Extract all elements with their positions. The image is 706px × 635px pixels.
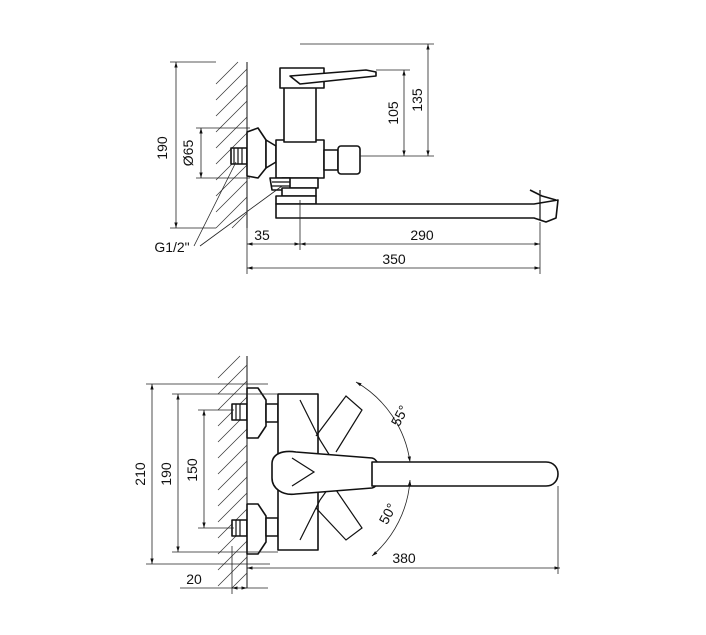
angle-55-label: 55°	[388, 403, 412, 429]
mixer-body-top	[271, 393, 381, 551]
thread-label: G1/2"	[154, 239, 189, 255]
dim-290-label: 290	[410, 227, 434, 243]
dim-150-label: 150	[184, 458, 200, 482]
top-labels: 210 190 150 20 380 55° 50°	[132, 403, 416, 587]
side-dimensions	[170, 43, 541, 274]
spout-side	[275, 189, 559, 223]
top-view: 210 190 150 20 380 55° 50°	[132, 355, 560, 594]
dim-20-label: 20	[186, 571, 202, 587]
connector-top	[231, 387, 279, 439]
wall-hatch-top	[215, 61, 248, 229]
dim-diameter-65-label: Ø65	[180, 140, 196, 167]
side-view: 190 Ø65 105 135 35 290 350 G1/2"	[154, 43, 559, 274]
dim-210-label: 210	[132, 462, 148, 486]
eccentric-connector	[230, 127, 277, 179]
wall-hatch-bottom	[217, 355, 248, 589]
dim-350-label: 350	[382, 251, 406, 267]
dim-190-top-label: 190	[158, 462, 174, 486]
spout-top	[371, 461, 559, 487]
angle-arcs	[355, 381, 412, 557]
angle-50-label: 50°	[376, 501, 400, 527]
dim-380-label: 380	[392, 550, 416, 566]
top-dimensions	[146, 383, 560, 594]
dim-190-label: 190	[154, 136, 170, 160]
dim-35-label: 35	[254, 227, 270, 243]
mixer-body	[269, 67, 377, 205]
dim-135-label: 135	[409, 88, 425, 112]
connector-bottom	[231, 503, 279, 555]
side-labels: 190 Ø65 105 135 35 290 350 G1/2"	[154, 88, 434, 267]
dim-105-label: 105	[385, 101, 401, 125]
